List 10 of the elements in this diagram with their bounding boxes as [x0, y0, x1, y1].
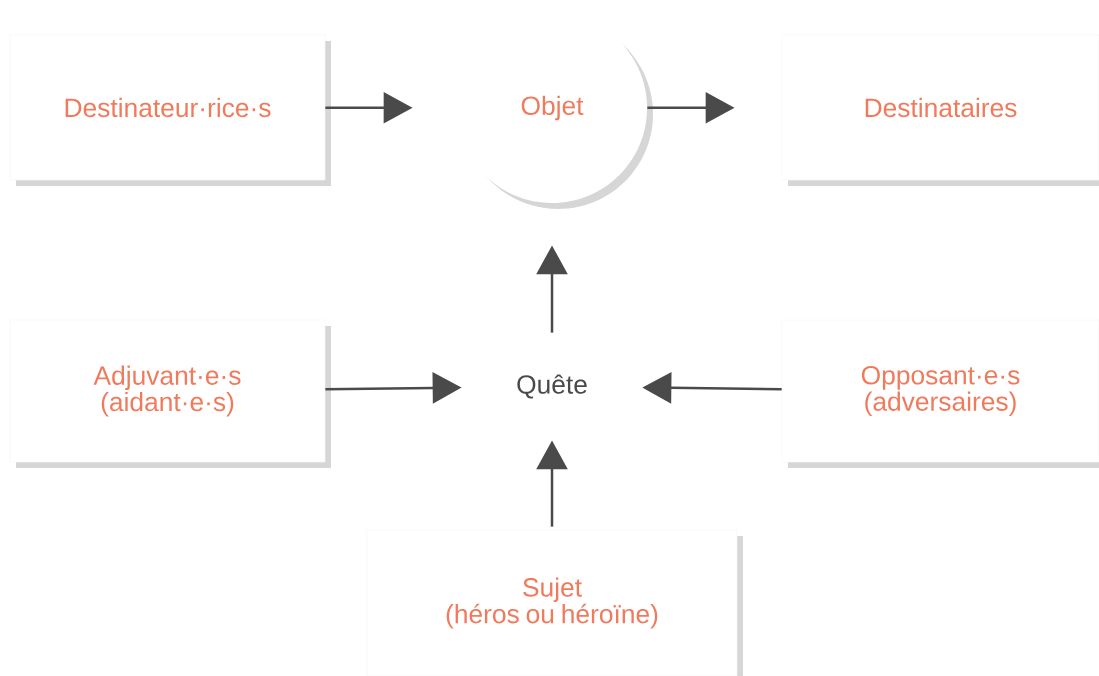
node-label: (héros ou héroïne)	[446, 603, 658, 629]
quest-label: Quête	[517, 374, 587, 399]
node-label: Opposant·e·s (adversaires)	[861, 365, 1020, 417]
role-box: Destinataires	[781, 34, 1099, 186]
role-box: Sujet (héros ou héroïne)	[366, 529, 743, 676]
node-label: Sujet	[523, 577, 582, 602]
role-box: Destinateur·rice·s	[9, 34, 331, 186]
role-box: Adjuvant·e·s (aidant·e·s)	[9, 319, 331, 468]
role-box: Opposant·e·s (adversaires)	[781, 319, 1099, 468]
node-label: Objet	[521, 95, 584, 121]
